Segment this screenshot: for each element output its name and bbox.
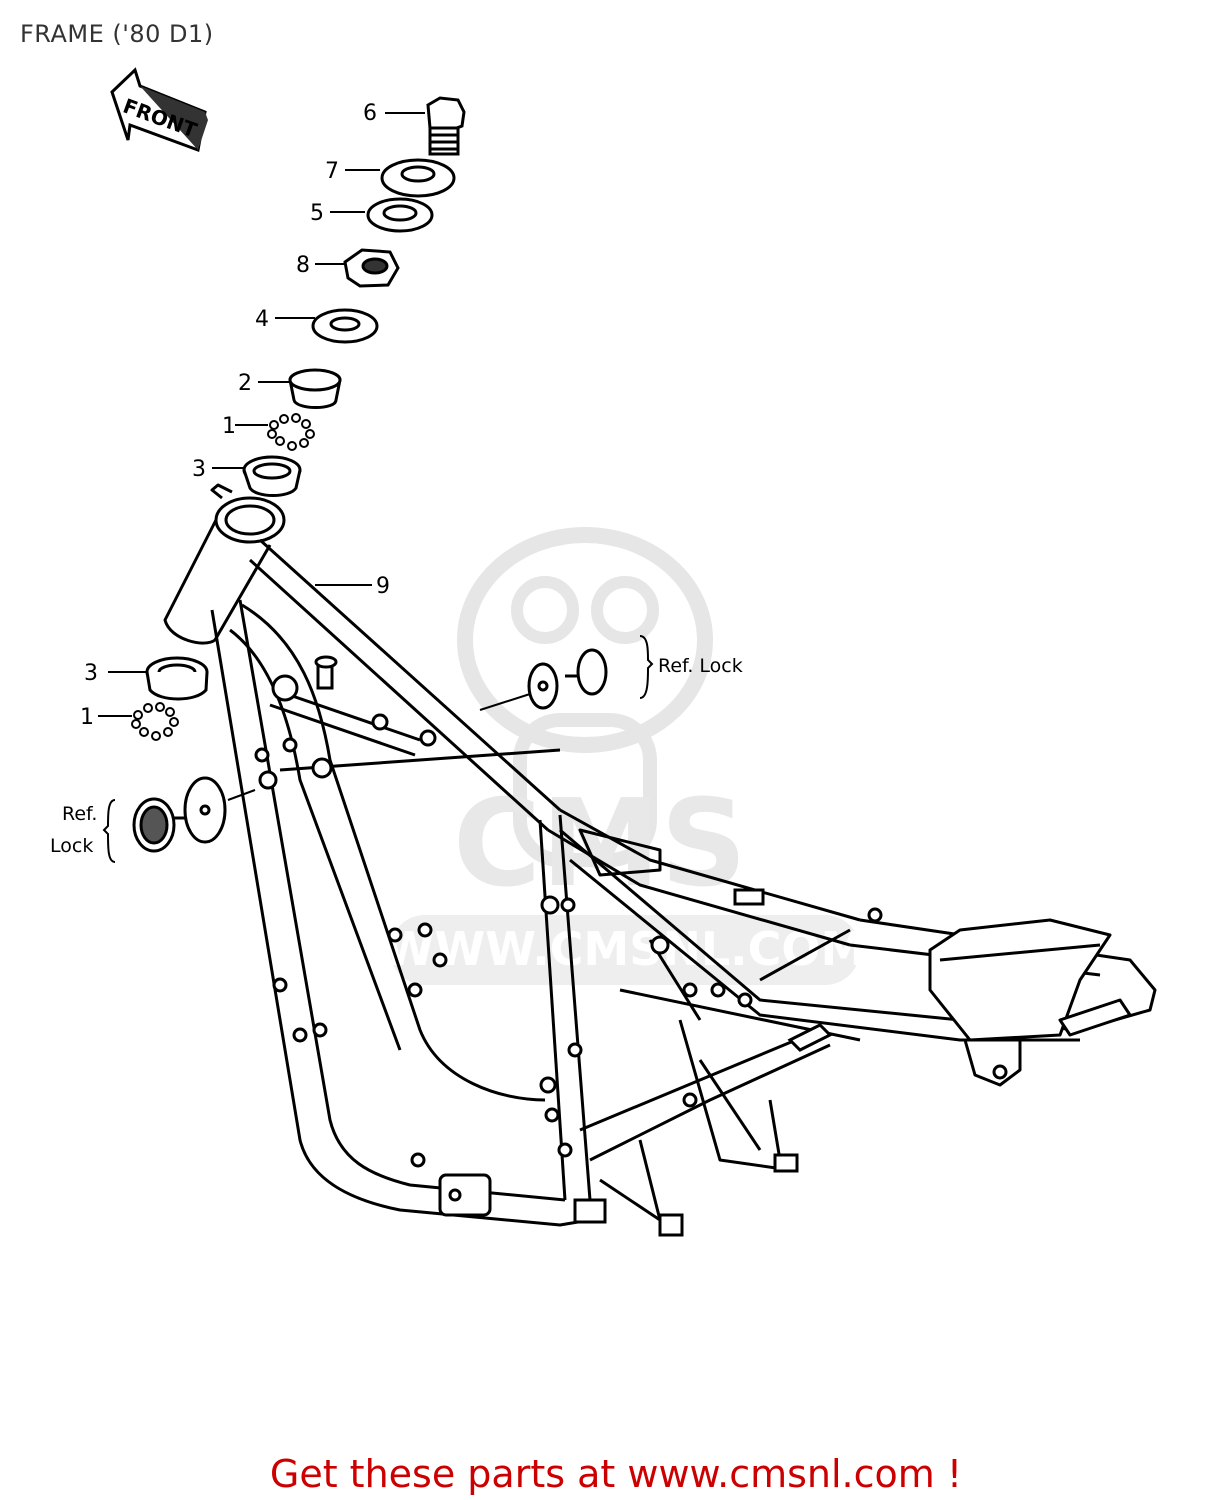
part-5-washer bbox=[366, 197, 434, 233]
part-1-steel-balls-lower bbox=[131, 702, 179, 741]
part-4-washer bbox=[311, 308, 379, 344]
part-3-race-lower bbox=[145, 656, 209, 701]
part-3-race-upper bbox=[242, 455, 302, 497]
frame-mount-lugs bbox=[254, 655, 883, 1237]
part-1-steel-balls-upper bbox=[267, 413, 315, 451]
callout-5: 5 bbox=[310, 201, 324, 226]
footer-link[interactable]: Get these parts at www.cmsnl.com ! bbox=[269, 1452, 963, 1496]
frame-exploded-diagram: CMS WWW.CMSNL.COM FRONT 6 7 5 8 bbox=[50, 67, 1157, 1237]
part-6-stem-bolt bbox=[426, 96, 466, 156]
ref-lock-left-label-1: Ref. bbox=[62, 803, 97, 825]
watermark-logo: CMS bbox=[453, 775, 747, 914]
part-8-nut bbox=[343, 248, 400, 288]
callout-6: 6 bbox=[363, 101, 377, 126]
callout-1-upper: 1 bbox=[222, 414, 236, 439]
callout-2: 2 bbox=[238, 371, 252, 396]
ref-lock-right-brace bbox=[639, 635, 654, 699]
watermark: CMS WWW.CMSNL.COM bbox=[384, 527, 866, 985]
part-7-washer bbox=[380, 158, 456, 198]
callout-1-lower: 1 bbox=[80, 705, 94, 730]
ref-lock-right-parts bbox=[479, 648, 608, 711]
callout-4: 4 bbox=[255, 307, 269, 332]
page-title: FRAME ('80 D1) bbox=[20, 20, 214, 48]
callout-7: 7 bbox=[325, 159, 339, 184]
part-9-frame bbox=[163, 483, 1157, 1232]
callout-9: 9 bbox=[376, 574, 390, 599]
callout-8: 8 bbox=[296, 253, 310, 278]
callout-3-lower: 3 bbox=[84, 661, 98, 686]
callout-3-upper: 3 bbox=[192, 457, 206, 482]
ref-lock-left-brace bbox=[102, 799, 116, 863]
front-arrow-icon: FRONT bbox=[110, 67, 208, 153]
ref-lock-left-label-2: Lock bbox=[50, 835, 93, 857]
ref-lock-right-label: Ref. Lock bbox=[658, 655, 743, 677]
ref-lock-left-parts bbox=[132, 776, 256, 853]
part-2-race bbox=[288, 368, 342, 409]
